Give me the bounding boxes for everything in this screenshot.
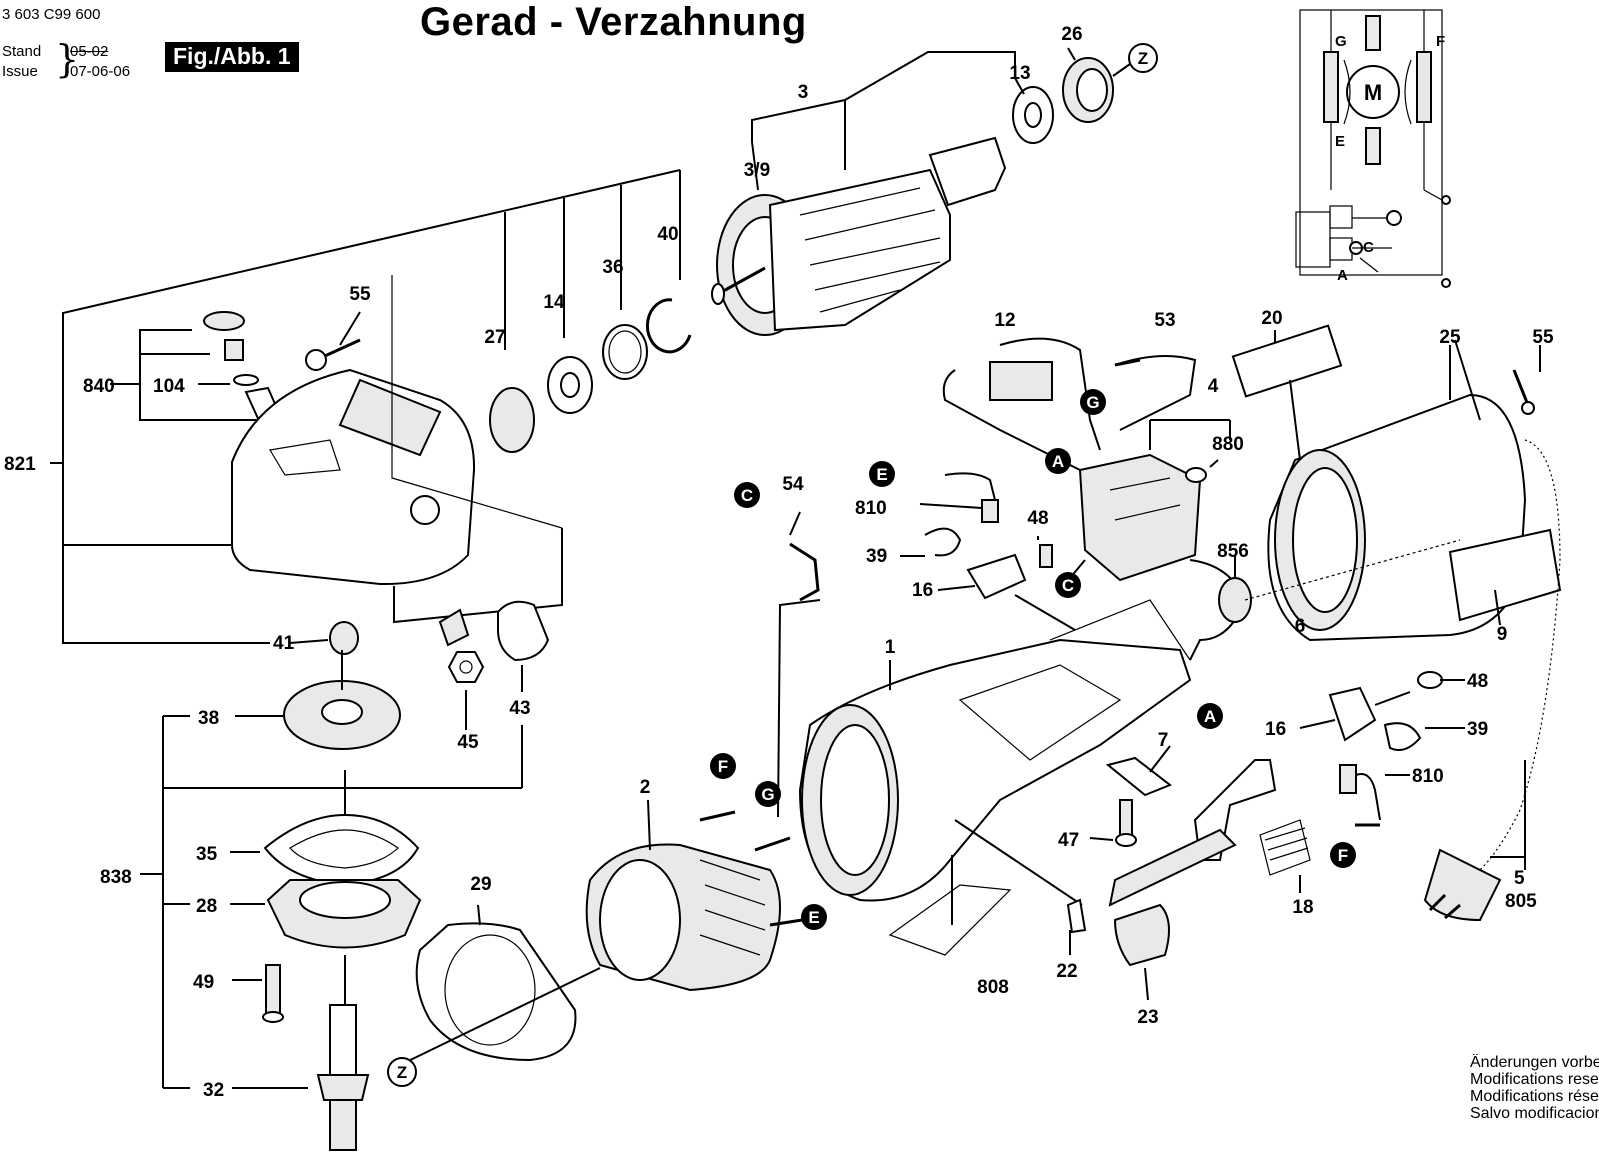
reference-markers: Z Z C C E E A A G G F F [387,43,1356,1087]
callout-7: 7 [1158,730,1169,751]
schematic-terminal-c: C [1363,239,1374,256]
callout-838: 838 [100,867,132,888]
callout-48-right: 48 [1467,671,1488,692]
callout-16-left: 16 [912,580,933,601]
callout-48-left: 48 [1027,508,1048,529]
callout-54: 54 [782,474,804,495]
callout-20: 20 [1261,308,1282,329]
callout-32: 32 [203,1080,224,1101]
callout-22: 22 [1056,961,1077,982]
switch-group [900,337,1252,661]
marker-a-upper: A [1052,452,1064,471]
callout-26: 26 [1061,24,1082,45]
callout-25: 25 [1439,327,1461,348]
callout-23: 23 [1137,1007,1158,1028]
document-number: 3 603 C99 600 [2,6,101,23]
schematic-terminal-g: G [1335,33,1347,50]
callout-104: 104 [153,376,185,397]
callout-13: 13 [1009,63,1030,84]
marker-g-upper: G [1086,393,1099,412]
callout-40: 40 [657,224,678,245]
callout-45: 45 [457,732,479,753]
callout-2: 2 [640,777,651,798]
brace-icon: } [55,37,80,81]
callout-55-right: 55 [1532,327,1554,348]
callout-16-right: 16 [1265,719,1286,740]
marker-a-lower: A [1204,707,1216,726]
callout-856: 856 [1217,541,1249,562]
rear-housing-group [1231,324,1562,922]
armature-group [711,47,1131,336]
callout-4: 4 [1208,376,1219,397]
callout-880: 880 [1212,434,1244,455]
schematic-motor-label: M [1364,80,1382,105]
stand-date: 05-02 [70,43,109,60]
marker-z-bottom: Z [397,1063,407,1082]
issue-date: 07-06-06 [70,63,131,80]
callout-808: 808 [977,977,1009,998]
stand-label: Stand [2,43,42,60]
marker-e-upper: E [876,465,887,484]
marker-c-upper: C [741,486,753,505]
schematic-terminal-e: E [1335,133,1345,150]
motor-housing-group [798,599,1192,956]
marker-z-top: Z [1138,49,1148,68]
callout-27: 27 [484,327,505,348]
callout-41: 41 [273,633,295,654]
callout-36: 36 [602,257,623,278]
callout-12: 12 [994,310,1015,331]
footer-line: Salvo modificaciones [1470,1105,1599,1122]
footer-notes: Änderungen vorbehalten Modifications res… [1470,1054,1599,1122]
callout-1: 1 [885,637,896,658]
callout-28: 28 [196,896,217,917]
callout-35: 35 [196,844,218,865]
callout-9: 9 [1497,624,1508,645]
footer-line: Modifications reserved [1470,1071,1599,1088]
stator-group [399,511,821,1066]
callout-43: 43 [509,698,530,719]
marker-c-switch: C [1062,576,1074,595]
callout-14: 14 [543,292,565,313]
callout-6: 6 [1295,616,1306,637]
callout-810-left: 810 [855,498,887,519]
callout-labels: 3 3/9 13 26 40 36 14 27 55 840 104 821 4… [4,24,1554,1101]
marker-f-stator: F [718,757,728,776]
issue-label: Issue [2,63,38,80]
callout-39-right: 39 [1467,719,1488,740]
page-title: Gerad - Verzahnung [420,0,807,44]
callout-47: 47 [1058,830,1079,851]
callout-3: 3 [798,82,809,103]
callout-3-9: 3/9 [744,160,770,181]
marker-e-stator: E [808,908,819,927]
callout-39-left: 39 [866,546,887,567]
figure-badge: Fig./Abb. 1 [165,42,299,72]
callout-55-top: 55 [349,284,371,305]
gear-housing-group [50,169,692,1151]
schematic-terminal-f: F [1436,33,1445,50]
callout-810-right: 810 [1412,766,1444,787]
right-switch-parts [1066,671,1465,1001]
callout-805: 805 [1505,891,1537,912]
marker-f-right: F [1338,846,1348,865]
callout-5: 5 [1514,868,1525,889]
callout-840: 840 [83,376,115,397]
wiring-schematic: M G F E C A [1295,9,1451,288]
callout-49: 49 [193,972,214,993]
footer-line: Modifications réservées [1470,1088,1599,1105]
callout-29: 29 [470,874,491,895]
callout-38: 38 [198,708,219,729]
callout-53: 53 [1154,310,1175,331]
marker-g-stator: G [761,785,774,804]
schematic-terminal-a: A [1337,267,1348,284]
callout-821: 821 [4,454,36,475]
footer-line: Änderungen vorbehalten [1470,1054,1599,1071]
callout-18: 18 [1292,897,1313,918]
